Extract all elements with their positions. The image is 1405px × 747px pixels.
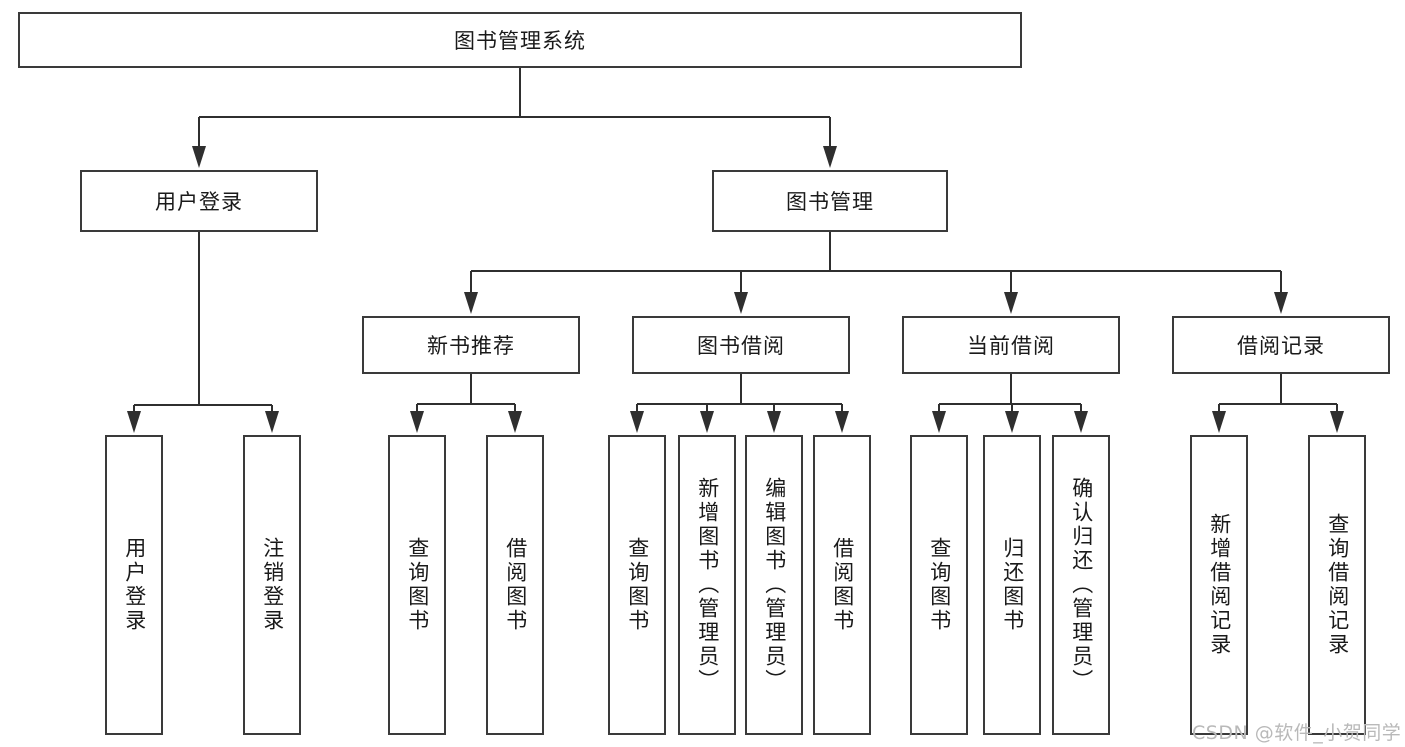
arrowhead-icon	[127, 411, 141, 433]
arrowhead-icon	[767, 411, 781, 433]
leaf-node-leaf-query-book-1: 查询图书	[388, 435, 446, 735]
node-label: 新增图书（管理员）	[695, 477, 720, 693]
node-label: 当前借阅	[967, 334, 1055, 358]
node-label: 用户登录	[155, 190, 243, 214]
arrowhead-icon	[1274, 292, 1288, 314]
node-label: 新增借阅记录	[1207, 513, 1232, 657]
leaf-node-leaf-add-borrow-record: 新增借阅记录	[1190, 435, 1248, 735]
node-label: 借阅记录	[1237, 334, 1325, 358]
node-new-book-recommend: 新书推荐	[362, 316, 580, 374]
node-label: 借阅图书	[503, 537, 528, 633]
arrowhead-icon	[700, 411, 714, 433]
node-borrow-record: 借阅记录	[1172, 316, 1390, 374]
arrowhead-icon	[932, 411, 946, 433]
node-user-login: 用户登录	[80, 170, 318, 232]
node-label: 编辑图书（管理员）	[762, 477, 787, 693]
leaf-node-leaf-user-logout: 注销登录	[243, 435, 301, 735]
node-book-borrow: 图书借阅	[632, 316, 850, 374]
node-current-borrow: 当前借阅	[902, 316, 1120, 374]
leaf-node-leaf-confirm-return-admin: 确认归还（管理员）	[1052, 435, 1110, 735]
node-label: 注销登录	[260, 537, 285, 633]
arrowhead-icon	[1004, 292, 1018, 314]
leaf-node-leaf-query-borrow-record: 查询借阅记录	[1308, 435, 1366, 735]
arrowhead-icon	[1074, 411, 1088, 433]
arrowhead-icon	[1005, 411, 1019, 433]
leaf-node-leaf-edit-book-admin: 编辑图书（管理员）	[745, 435, 803, 735]
arrowhead-icon	[823, 146, 837, 168]
node-label: 查询图书	[625, 537, 650, 633]
arrowhead-icon	[464, 292, 478, 314]
arrowhead-icon	[410, 411, 424, 433]
node-label: 归还图书	[1000, 537, 1025, 633]
node-label: 查询图书	[927, 537, 952, 633]
arrowhead-icon	[1212, 411, 1226, 433]
watermark: CSDN @软件_小贺同学	[1192, 722, 1402, 744]
leaf-node-leaf-user-login: 用户登录	[105, 435, 163, 735]
leaf-node-leaf-add-book-admin: 新增图书（管理员）	[678, 435, 736, 735]
arrowhead-icon	[630, 411, 644, 433]
node-label: 图书借阅	[697, 334, 785, 358]
node-label: 确认归还（管理员）	[1069, 477, 1094, 693]
leaf-node-leaf-borrow-book-2: 借阅图书	[813, 435, 871, 735]
node-label: 用户登录	[122, 537, 147, 633]
arrowhead-icon	[508, 411, 522, 433]
node-label: 图书管理系统	[454, 29, 586, 53]
arrowhead-icon	[835, 411, 849, 433]
arrowhead-icon	[734, 292, 748, 314]
node-book-manage: 图书管理	[712, 170, 948, 232]
arrowhead-icon	[265, 411, 279, 433]
leaf-node-leaf-query-book-2: 查询图书	[608, 435, 666, 735]
leaf-node-leaf-return-book: 归还图书	[983, 435, 1041, 735]
node-label: 图书管理	[786, 190, 874, 214]
leaf-node-leaf-query-book-3: 查询图书	[910, 435, 968, 735]
node-label: 借阅图书	[830, 537, 855, 633]
arrowhead-icon	[1330, 411, 1344, 433]
arrowhead-icon	[192, 146, 206, 168]
node-label: 查询图书	[405, 537, 430, 633]
node-label: 查询借阅记录	[1325, 513, 1350, 657]
leaf-node-leaf-borrow-book-1: 借阅图书	[486, 435, 544, 735]
node-label: 新书推荐	[427, 334, 515, 358]
root-node-root: 图书管理系统	[18, 12, 1022, 68]
